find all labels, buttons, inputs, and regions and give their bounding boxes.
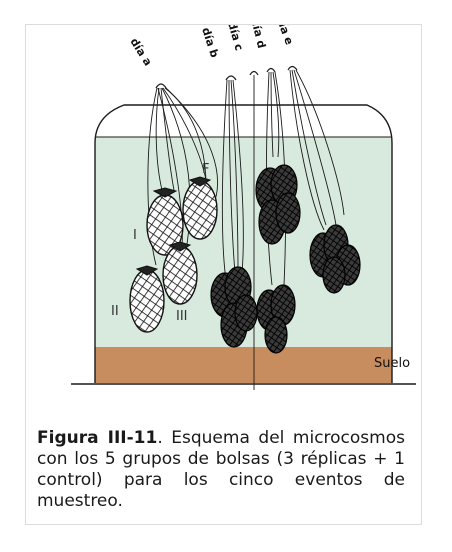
string-hooks <box>155 65 298 89</box>
mesh-bag <box>129 269 165 333</box>
mesh-bag-control <box>182 180 218 240</box>
mesh-bag <box>275 192 301 234</box>
caption-separator: . <box>157 428 163 448</box>
bag-label-i: I <box>133 228 137 243</box>
figure-frame: día a día b día c día d día e F I II III… <box>25 24 422 525</box>
bag-group-e <box>309 224 361 294</box>
bag-group-d <box>255 164 301 354</box>
day-label-e: día e <box>273 25 296 47</box>
bag-label-f: F <box>202 162 209 177</box>
bag-group-b <box>210 266 258 348</box>
bag-ties <box>135 176 212 276</box>
mesh-bag <box>162 245 198 305</box>
day-label-d: día d <box>248 25 268 50</box>
soil-label: Suelo <box>374 356 410 371</box>
day-label-c: día c <box>225 25 246 52</box>
strings <box>147 69 345 390</box>
mesh-bag <box>234 294 258 332</box>
figure-caption: Figura III-11. Esquema del microcosmos c… <box>37 428 405 512</box>
day-label-b: día b <box>199 26 221 59</box>
day-label-a: día a <box>127 36 154 69</box>
bag-label-ii: II <box>111 304 119 319</box>
bag-label-iii: III <box>176 309 188 324</box>
mesh-bag <box>322 256 346 294</box>
caption-text: Esquema del microcosmos con los 5 grupos… <box>37 428 405 511</box>
soil-layer <box>95 347 392 383</box>
microcosm-diagram: día a día b día c día d día e F I II III… <box>71 25 416 390</box>
figure-label: Figura III-11 <box>37 428 158 448</box>
mesh-bag <box>264 316 288 354</box>
jar-outline <box>94 104 393 383</box>
bag-group-a <box>129 180 218 333</box>
